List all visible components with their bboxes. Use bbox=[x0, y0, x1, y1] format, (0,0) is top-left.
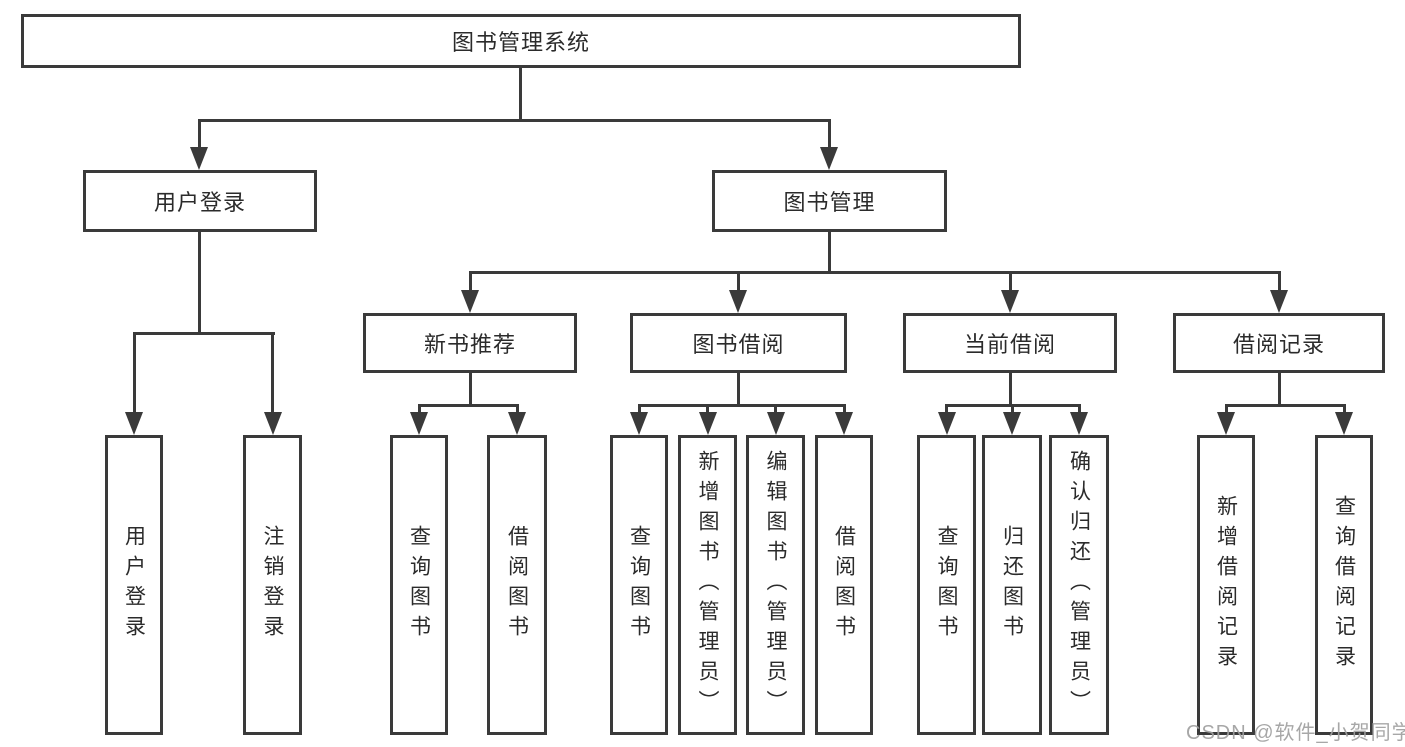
arrow-down-icon bbox=[835, 412, 853, 435]
arrow-down-icon bbox=[766, 412, 785, 435]
node-book-mgmt: 图书管理 bbox=[712, 170, 947, 232]
connector-line bbox=[637, 404, 846, 407]
node-user-login-label: 用户登录 bbox=[153, 190, 246, 215]
arrow-down-icon bbox=[190, 147, 208, 170]
leaf-query-book-cur: 查询图书 bbox=[917, 435, 976, 735]
leaf-logout-label: 注销登录 bbox=[261, 525, 285, 645]
leaf-query-book-rec-label: 查询图书 bbox=[407, 525, 431, 645]
connector-line bbox=[1010, 404, 1014, 418]
connector-line bbox=[197, 232, 201, 335]
node-new-book-rec: 新书推荐 bbox=[363, 313, 577, 373]
node-current-borrow-label: 当前借阅 bbox=[963, 332, 1056, 357]
node-root-label: 图书管理系统 bbox=[451, 30, 590, 55]
connector-line bbox=[515, 404, 519, 418]
connector-line bbox=[1008, 373, 1012, 407]
leaf-borrow-book-rec: 借阅图书 bbox=[487, 435, 547, 735]
leaf-confirm-return-label: 确认归还（管理员） bbox=[1067, 450, 1091, 720]
arrow-down-icon bbox=[1270, 290, 1288, 313]
connector-line bbox=[468, 373, 472, 407]
connector-line bbox=[827, 232, 831, 274]
connector-line bbox=[945, 404, 948, 418]
connector-line bbox=[1008, 271, 1012, 293]
leaf-return-book-label: 归还图书 bbox=[1000, 525, 1024, 645]
connector-line bbox=[132, 332, 136, 417]
node-new-book-rec-label: 新书推荐 bbox=[423, 332, 516, 357]
leaf-query-record: 查询借阅记录 bbox=[1315, 435, 1373, 735]
node-borrow-records-label: 借阅记录 bbox=[1232, 332, 1325, 357]
leaf-query-book-borrow: 查询图书 bbox=[610, 435, 668, 735]
arrow-down-icon bbox=[1070, 412, 1088, 435]
connector-line bbox=[736, 271, 740, 293]
connector-line bbox=[842, 404, 846, 418]
connector-line bbox=[417, 404, 519, 407]
arrow-down-icon bbox=[937, 412, 956, 435]
leaf-logout: 注销登录 bbox=[243, 435, 302, 735]
connector-line bbox=[637, 404, 641, 418]
connector-line bbox=[468, 271, 472, 293]
arrow-down-icon bbox=[508, 412, 526, 435]
arrow-down-icon bbox=[630, 412, 648, 435]
leaf-add-book-label: 新增图书（管理员） bbox=[696, 450, 720, 720]
connector-line bbox=[271, 332, 274, 417]
arrow-down-icon bbox=[1001, 290, 1019, 313]
connector-line bbox=[736, 373, 740, 407]
node-user-login: 用户登录 bbox=[83, 170, 317, 232]
connector-line bbox=[827, 119, 831, 151]
node-book-borrow-label: 图书借阅 bbox=[692, 332, 785, 357]
csdn-watermark: CSDN @软件_小贺同学 bbox=[1186, 722, 1405, 744]
connector-line bbox=[518, 68, 522, 122]
connector-line bbox=[706, 404, 709, 418]
connector-line bbox=[1224, 404, 1346, 407]
node-book-borrow: 图书借阅 bbox=[630, 313, 847, 373]
leaf-user-login: 用户登录 bbox=[105, 435, 163, 735]
node-borrow-records: 借阅记录 bbox=[1173, 313, 1385, 373]
node-root: 图书管理系统 bbox=[21, 14, 1021, 68]
arrow-down-icon bbox=[729, 290, 747, 313]
arrow-down-icon bbox=[1217, 412, 1235, 435]
connector-line bbox=[417, 404, 421, 418]
leaf-borrow-book: 借阅图书 bbox=[815, 435, 873, 735]
arrow-down-icon bbox=[263, 412, 282, 435]
leaf-borrow-book-rec-label: 借阅图书 bbox=[505, 525, 529, 645]
arrow-down-icon bbox=[125, 412, 143, 435]
arrow-down-icon bbox=[698, 412, 717, 435]
connector-line bbox=[132, 332, 275, 335]
node-book-mgmt-label: 图书管理 bbox=[783, 190, 876, 215]
leaf-user-login-label: 用户登录 bbox=[122, 525, 146, 645]
leaf-query-book-rec: 查询图书 bbox=[390, 435, 448, 735]
leaf-borrow-book-label: 借阅图书 bbox=[832, 525, 856, 645]
arrow-down-icon bbox=[461, 290, 479, 313]
leaf-add-record: 新增借阅记录 bbox=[1197, 435, 1255, 735]
leaf-query-book-cur-label: 查询图书 bbox=[935, 525, 959, 645]
arrow-down-icon bbox=[1003, 412, 1021, 435]
leaf-query-book-borrow-label: 查询图书 bbox=[627, 525, 651, 645]
arrow-down-icon bbox=[410, 412, 428, 435]
arrow-down-icon bbox=[1335, 412, 1353, 435]
leaf-confirm-return: 确认归还（管理员） bbox=[1049, 435, 1109, 735]
connector-line bbox=[1224, 404, 1228, 418]
connector-line bbox=[468, 271, 1281, 274]
connector-line bbox=[1277, 271, 1281, 293]
node-current-borrow: 当前借阅 bbox=[903, 313, 1117, 373]
leaf-return-book: 归还图书 bbox=[982, 435, 1042, 735]
leaf-edit-book: 编辑图书（管理员） bbox=[746, 435, 805, 735]
arrow-down-icon bbox=[820, 147, 838, 170]
connector-line bbox=[197, 119, 201, 151]
connector-line bbox=[1277, 373, 1281, 407]
connector-line bbox=[1077, 404, 1081, 418]
connector-line bbox=[197, 119, 831, 122]
leaf-edit-book-label: 编辑图书（管理员） bbox=[764, 450, 788, 720]
leaf-add-book: 新增图书（管理员） bbox=[678, 435, 737, 735]
connector-line bbox=[774, 404, 777, 418]
leaf-query-record-label: 查询借阅记录 bbox=[1332, 495, 1356, 675]
connector-line bbox=[1342, 404, 1346, 418]
leaf-add-record-label: 新增借阅记录 bbox=[1214, 495, 1238, 675]
